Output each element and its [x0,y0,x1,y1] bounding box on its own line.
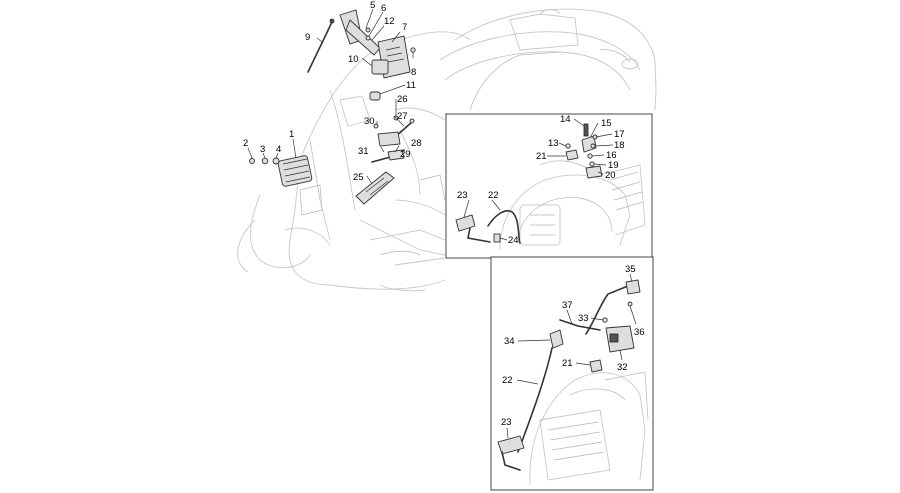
callout-30: 30 [364,116,375,127]
callout-18: 18 [614,140,625,151]
callout-35: 35 [625,264,636,275]
callout-5: 5 [370,0,375,11]
callout-27: 27 [397,111,408,122]
clamp-21 [565,149,579,161]
callout-1: 1 [289,129,294,140]
ignition-coil-assembly [249,9,416,205]
callout-3: 3 [260,144,265,155]
callout-26: 26 [397,94,408,105]
callout-16: 16 [606,150,617,161]
callout-28: 28 [411,138,422,149]
callout-2: 2 [243,138,248,149]
callout-15: 15 [601,118,612,129]
callout-23b: 23 [501,417,512,428]
screw-14 [583,123,589,137]
cover-25 [355,171,395,205]
screw-30 [373,123,379,129]
sensor-28 [377,131,401,147]
leader-lines [247,8,637,439]
cable-22 [487,210,521,244]
callout-29: 29 [400,149,411,160]
part-20 [585,165,603,179]
inset-box-bottom [490,256,654,491]
sensor-23 [455,214,476,232]
callout-17: 17 [614,129,625,140]
clip-29 [387,149,405,161]
callout-10: 10 [348,54,359,65]
rod-9 [307,21,333,73]
callout-24: 24 [508,235,519,246]
inset-box-top [445,113,653,259]
scooter-body-outline [237,8,657,292]
callout-7: 7 [402,22,407,33]
callout-21b: 21 [562,358,573,369]
callout-19: 19 [608,160,619,171]
callout-8: 8 [411,67,416,78]
part-18 [590,143,596,149]
clip-24 [493,233,501,243]
callout-9: 9 [305,32,310,43]
screw-2 [249,158,255,164]
clamp-21b [589,359,603,373]
callout-25: 25 [353,172,364,183]
part-16 [587,153,593,159]
washer-6 [365,35,371,41]
screw-5 [365,27,371,33]
part-19 [589,161,595,167]
callout-labels: 1 2 3 4 5 6 7 8 9 10 11 12 13 14 15 16 1… [243,0,645,428]
clamp-34 [549,329,564,349]
cable-37 [559,319,601,331]
callout-22b: 22 [502,375,513,386]
callout-36: 36 [634,327,645,338]
callout-37: 37 [562,300,573,311]
callout-33: 33 [578,313,589,324]
grommet-11 [369,91,381,101]
nut-4 [272,157,280,165]
callout-13: 13 [548,138,559,149]
washer-3 [261,157,269,165]
callout-4: 4 [276,144,281,155]
regulator-part [277,155,313,187]
sensor-23b [497,435,525,455]
callout-11: 11 [406,80,416,91]
cable-35 [585,285,629,335]
callout-6: 6 [381,3,386,14]
callout-21a: 21 [536,151,547,162]
part-13 [565,143,571,149]
part-36 [627,301,633,307]
screw-33 [602,317,608,323]
callout-22a: 22 [488,190,499,201]
callout-34: 34 [504,336,515,347]
callout-32: 32 [617,362,628,373]
callout-23a: 23 [457,190,468,201]
callout-14: 14 [560,114,571,125]
callout-12: 12 [384,16,395,27]
screw-8 [410,47,416,53]
callout-20: 20 [605,170,616,181]
callout-31: 31 [358,146,369,157]
relay-10 [371,59,389,75]
module-32 [605,325,635,353]
